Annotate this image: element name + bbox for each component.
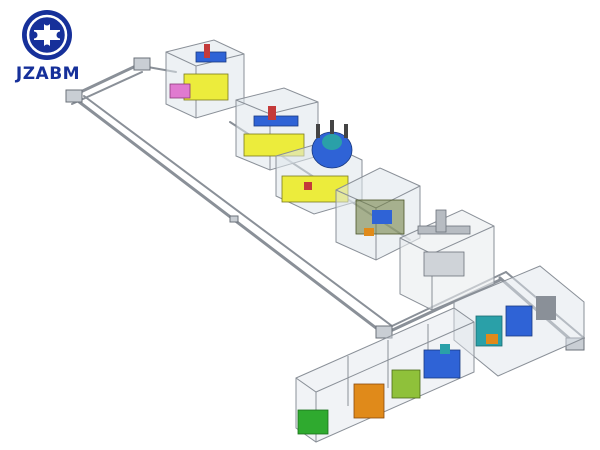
station-5-gantry bbox=[399, 209, 495, 311]
logo-text: JZABM bbox=[15, 64, 81, 84]
puzzle-circle-logo-icon bbox=[22, 10, 72, 60]
company-logo: JZABM bbox=[6, 6, 90, 92]
conveyor-corner-units bbox=[65, 57, 585, 351]
lower-line-cells bbox=[295, 307, 475, 443]
station-6-assembly-cells bbox=[453, 265, 585, 377]
station-1 bbox=[165, 39, 245, 119]
